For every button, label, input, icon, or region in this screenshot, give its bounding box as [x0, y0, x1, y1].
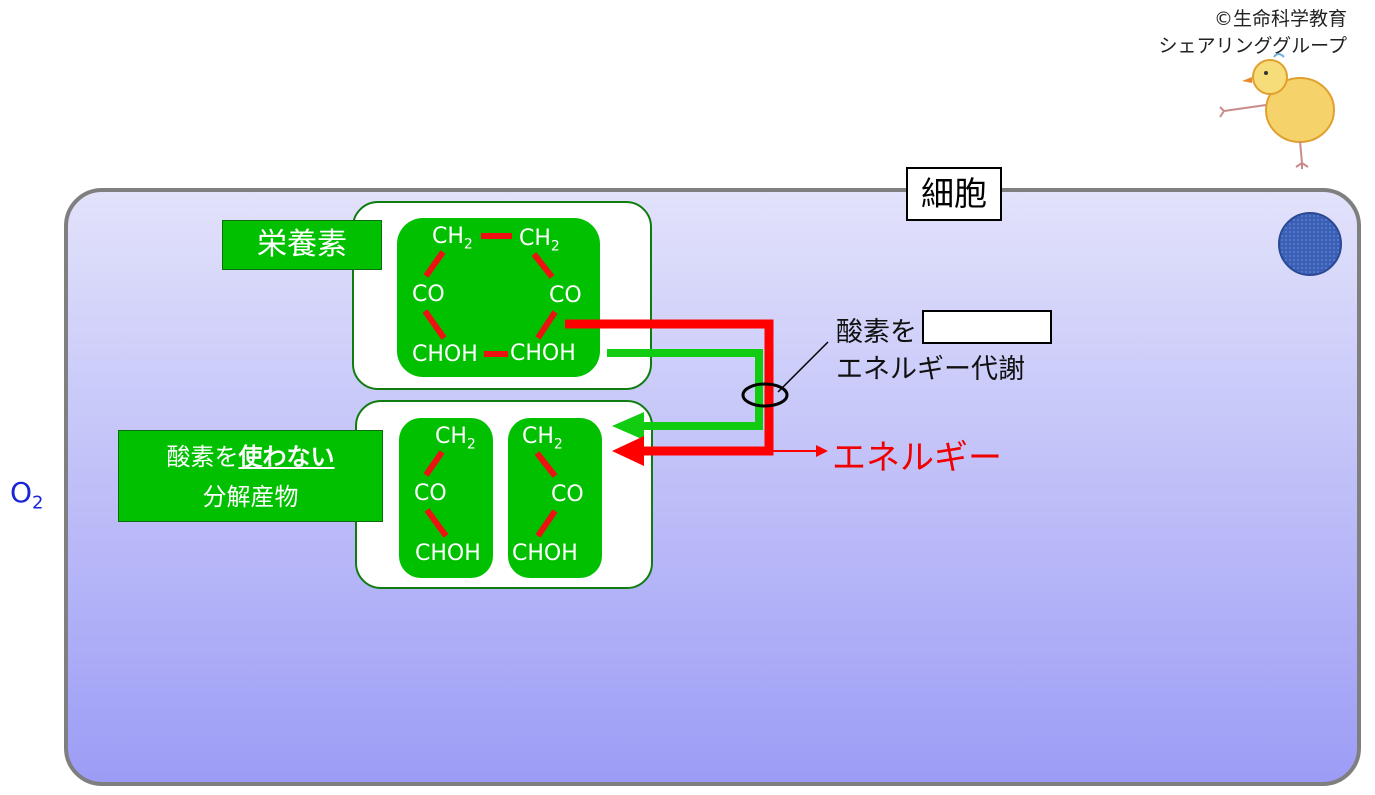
nutrient-choh-left: CHOH [412, 342, 478, 367]
ch2-main: CH [522, 424, 554, 449]
chick-arm [1219, 104, 1267, 118]
ch2-sub: 2 [463, 236, 473, 253]
nutrient-label: 栄養素 [222, 220, 382, 270]
product-molecule-right-box [508, 418, 602, 578]
products-label-line-2: 分解産物 [202, 483, 299, 511]
bond-product-left-upper [423, 450, 445, 477]
annotation-line-2: エネルギー代謝 [836, 354, 1025, 385]
bond-product-right-upper [534, 451, 558, 478]
bond-ch2-co-right [531, 252, 555, 279]
copyright-line-1: ©生命科学教育 [1213, 8, 1347, 30]
product-left-choh: CHOH [415, 541, 481, 566]
ch2-sub: 2 [466, 436, 476, 453]
nutrient-co-left: CO [412, 282, 445, 307]
copyright-line-2: シェアリンググループ [1158, 35, 1347, 57]
answer-blank-box[interactable] [922, 310, 1052, 344]
nucleus-icon [1278, 212, 1342, 276]
red-flow-line [565, 319, 774, 456]
red-arrowhead [612, 436, 644, 466]
green-flow-line [607, 349, 763, 430]
chick-tuft [1273, 53, 1285, 58]
pathway-marker-ring [741, 382, 789, 408]
oxygen-main: O [10, 476, 33, 509]
bond-ch2-co-left [423, 250, 446, 278]
bond-co-choh-left [422, 309, 447, 340]
product-left-co: CO [414, 481, 447, 506]
bond-product-right-lower [535, 509, 558, 538]
chick-beak [1242, 77, 1252, 83]
nutrient-co-right: CO [549, 283, 582, 308]
products-label-emphasis: 使わない [238, 443, 335, 471]
ch2-main: CH [519, 226, 551, 251]
chick-eye [1264, 71, 1268, 75]
ch2-main: CH [435, 424, 467, 449]
ch2-sub: 2 [550, 238, 560, 255]
green-arrowhead [612, 412, 644, 440]
oxygen-subscript: 2 [32, 492, 44, 514]
nutrient-choh-right: CHOH [510, 341, 576, 366]
nutrient-ch2-left: CH2 [432, 224, 473, 252]
nutrient-molecule-box [397, 218, 600, 377]
product-right-choh: CHOH [512, 541, 578, 566]
energy-label: エネルギー [832, 438, 1002, 478]
product-right-co: CO [551, 482, 584, 507]
product-right-ch2: CH2 [522, 424, 563, 452]
chick-head [1252, 59, 1288, 95]
bond-co-choh-right [535, 310, 558, 340]
products-label-line-1: 酸素を使わない [119, 437, 382, 477]
bond-product-left-lower [424, 508, 449, 538]
products-label: 酸素を使わない 分解産物 [118, 430, 383, 522]
products-label-prefix: 酸素を [166, 443, 239, 471]
annotation-line-1: 酸素を [836, 317, 917, 348]
energy-pointer-head [816, 445, 828, 457]
ch2-sub: 2 [553, 436, 563, 453]
annotation-leader-line [777, 341, 829, 393]
product-left-ch2: CH2 [435, 424, 476, 452]
ch2-main: CH [432, 224, 464, 249]
copyright-text: ©生命科学教育 シェアリンググループ [1159, 6, 1347, 60]
nutrient-ch2-right: CH2 [519, 226, 560, 254]
cell-label: 細胞 [906, 167, 1002, 221]
chick-leg [1295, 140, 1309, 169]
product-molecule-left-box [399, 418, 493, 578]
oxygen-label: O2 [10, 476, 44, 514]
